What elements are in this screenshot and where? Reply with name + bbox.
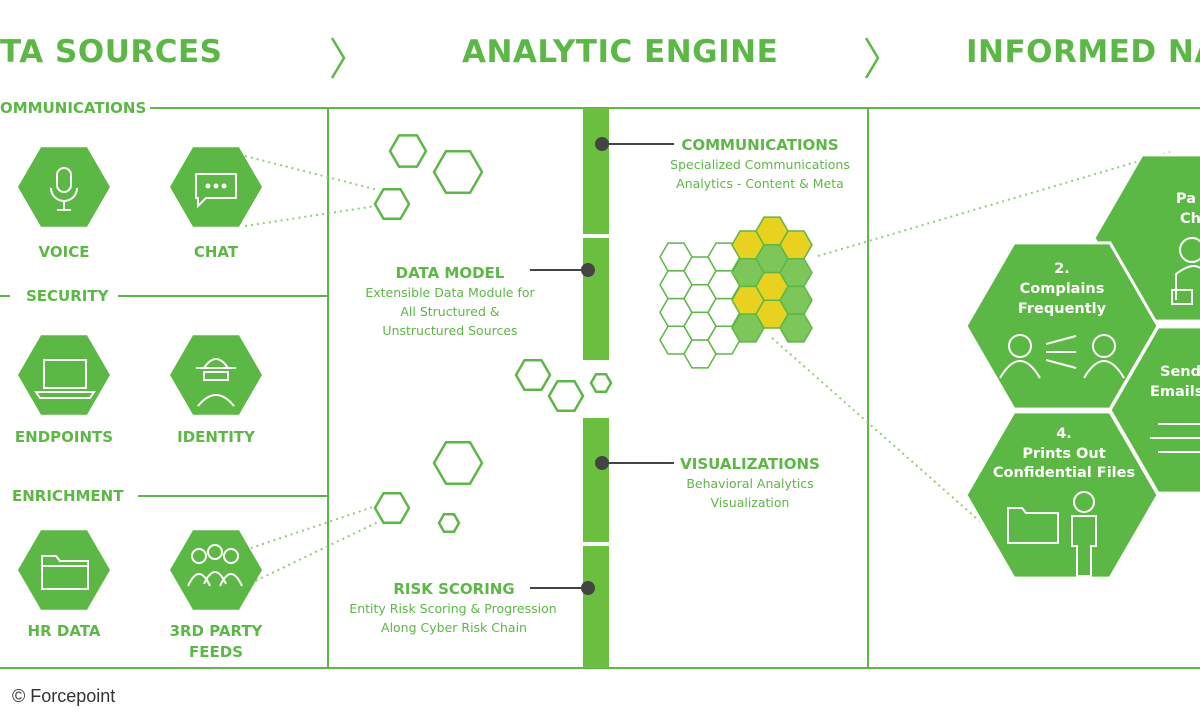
header-informed-narrative: INFORMED NAR bbox=[966, 34, 1200, 70]
connector-dot bbox=[595, 456, 609, 470]
source-label-feeds: FEEDS bbox=[189, 643, 243, 661]
outline-hexagon bbox=[437, 513, 461, 533]
engine-visualizations-title: VISUALIZATIONS bbox=[680, 455, 820, 473]
connector-dot bbox=[581, 581, 595, 595]
engine-bar-segment bbox=[583, 108, 609, 234]
narrative-2-number: 2. bbox=[1054, 261, 1070, 277]
engine-visualizations-desc-2: Visualization bbox=[710, 495, 790, 510]
narrative-mid-partial-2: Emails bbox=[1150, 384, 1200, 400]
spy-identity-icon bbox=[196, 358, 236, 407]
source-label-endpoints: ENDPOINTS bbox=[14, 428, 114, 446]
source-label-voice: VOICE bbox=[38, 243, 90, 261]
engine-bar-segment bbox=[583, 546, 609, 668]
dotted-connector bbox=[817, 151, 1171, 257]
engine-communications-desc-2: Analytics - Content & Meta bbox=[676, 176, 844, 191]
narrative-mid-partial-1: Send bbox=[1160, 364, 1200, 380]
outline-hexagon bbox=[432, 149, 484, 195]
section-enrichment: ENRICHMENT bbox=[12, 487, 124, 505]
header-data-sources: TA SOURCES bbox=[0, 34, 223, 70]
outline-hexagon bbox=[388, 134, 428, 168]
source-hexagon bbox=[18, 335, 110, 415]
chevron-right-icon bbox=[864, 37, 880, 79]
honeycomb-cell bbox=[779, 257, 813, 288]
folder-icon bbox=[1007, 507, 1059, 544]
engine-data-model-title: DATA MODEL bbox=[395, 264, 505, 282]
section-communications: OMMUNICATIONS bbox=[0, 99, 147, 117]
person-icon bbox=[1071, 491, 1097, 577]
honeycomb-cell bbox=[707, 325, 741, 355]
outline-hexagon bbox=[432, 440, 484, 486]
outline-hexagon bbox=[547, 380, 585, 412]
outline-hexagon bbox=[589, 373, 613, 393]
narrative-top-partial-2: Ch bbox=[1180, 211, 1200, 227]
source-label-3rd-party: 3RD PARTY bbox=[169, 622, 263, 640]
microphone-icon bbox=[50, 167, 78, 211]
source-hexagon bbox=[18, 530, 110, 610]
source-hexagon bbox=[18, 147, 110, 227]
header-analytic-engine: ANALYTIC ENGINE bbox=[462, 34, 779, 70]
engine-bar-segment bbox=[583, 238, 609, 360]
engine-risk-scoring-desc-2: Along Cyber Risk Chain bbox=[381, 620, 527, 635]
engine-communications-desc-1: Specialized Communications bbox=[670, 157, 850, 172]
person-partial-icon bbox=[1171, 237, 1200, 305]
engine-data-model-desc-3: Unstructured Sources bbox=[382, 323, 518, 338]
engine-bar-segment bbox=[583, 418, 609, 542]
engine-visualizations-desc-1: Behavioral Analytics bbox=[686, 476, 814, 491]
honeycomb-cell bbox=[779, 285, 813, 315]
narrative-top-partial-1: Pa bbox=[1176, 191, 1197, 207]
dotted-connector bbox=[771, 337, 1011, 549]
source-hexagon bbox=[170, 335, 262, 415]
engine-data-model-desc-2: All Structured & bbox=[400, 304, 500, 319]
source-label-chat: CHAT bbox=[193, 243, 239, 261]
connector-dot bbox=[595, 137, 609, 151]
outline-hexagon bbox=[373, 492, 411, 524]
engine-communications-title: COMMUNICATIONS bbox=[681, 136, 839, 154]
complaining-people-icon bbox=[999, 334, 1125, 379]
email-lines-icon bbox=[1150, 423, 1200, 453]
connector-dot bbox=[581, 263, 595, 277]
narrative-4-line1: Prints Out bbox=[1022, 446, 1106, 462]
honeycomb-cell bbox=[779, 313, 813, 343]
dotted-connector bbox=[244, 505, 377, 551]
engine-data-model-desc-1: Extensible Data Module for bbox=[365, 285, 535, 300]
narrative-2-line1: Complains bbox=[1019, 281, 1105, 297]
outline-hexagon bbox=[514, 359, 552, 391]
dotted-connector bbox=[244, 155, 379, 191]
engine-risk-scoring-title: RISK SCORING bbox=[393, 580, 515, 598]
dotted-connector bbox=[244, 521, 379, 587]
source-hexagon bbox=[170, 530, 262, 610]
folder-icon bbox=[41, 555, 89, 590]
people-group-icon bbox=[187, 544, 243, 587]
section-security: SECURITY bbox=[26, 287, 109, 305]
chevron-right-icon bbox=[330, 37, 346, 79]
dotted-connector bbox=[244, 205, 377, 227]
narrative-4-number: 4. bbox=[1056, 426, 1072, 442]
image-credit: © Forcepoint bbox=[12, 686, 116, 706]
narrative-4-line2: Confidential Files bbox=[992, 465, 1136, 481]
narrative-2-line2: Frequently bbox=[1017, 301, 1107, 317]
outline-hexagon bbox=[373, 188, 411, 220]
laptop-icon bbox=[34, 359, 96, 399]
source-label-hr-data: HR DATA bbox=[27, 622, 101, 640]
chat-bubble-icon bbox=[195, 173, 237, 209]
source-label-identity: IDENTITY bbox=[177, 428, 255, 446]
engine-risk-scoring-desc-1: Entity Risk Scoring & Progression bbox=[349, 601, 557, 616]
narrative-hex-prints bbox=[964, 410, 1160, 580]
honeycomb-cell bbox=[779, 230, 813, 260]
